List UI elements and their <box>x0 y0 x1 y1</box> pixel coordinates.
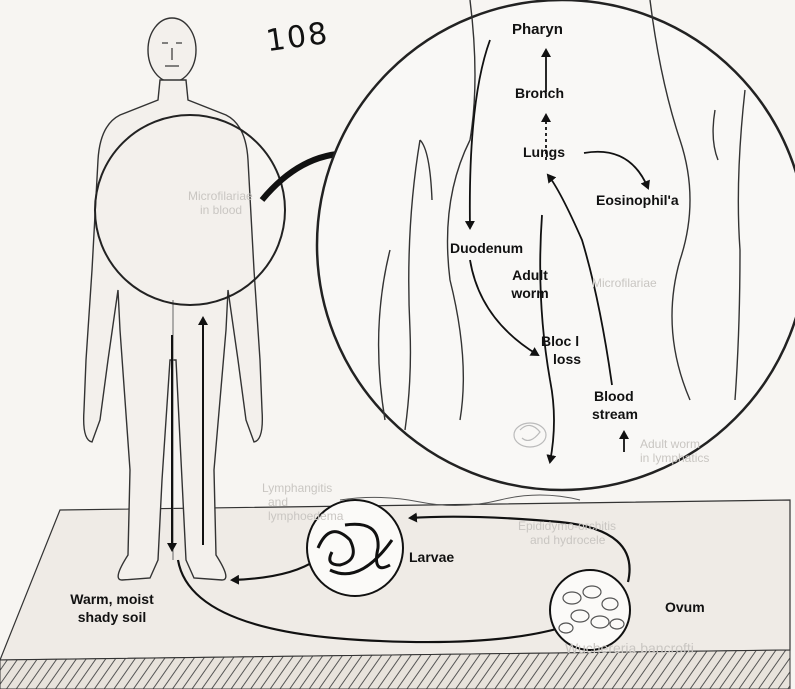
ghost-text: Adult worm <box>640 438 700 451</box>
ghost-text: Epididymo-orchitis <box>518 520 616 533</box>
label-ovum: Ovum <box>665 599 705 615</box>
ovum-illustration <box>550 570 630 650</box>
label-duodenum: Duodenum <box>450 240 523 256</box>
ghost-text: Lymphangitis <box>262 482 332 495</box>
ghost-text: in blood <box>200 204 242 217</box>
ghost-text: Wuchereria bancrofti <box>565 642 694 655</box>
label-bronch: Bronch <box>515 85 564 101</box>
label-lungs: Lungs <box>523 144 565 160</box>
label-blood-loss-line2: loss <box>553 351 581 367</box>
ghost-text: and hydrocele <box>530 534 605 547</box>
label-soil-line2: shady soil <box>42 609 182 625</box>
label-adult-worm-line2: worm <box>500 285 560 301</box>
label-pharyn: Pharyn <box>512 22 563 38</box>
label-eosinophilia: Eosinophil'a <box>596 192 679 208</box>
label-soil-line1: Warm, moist <box>42 591 182 607</box>
ghost-text: Microfilariae <box>592 277 657 290</box>
label-blood-stream-line2: stream <box>592 406 638 422</box>
ghost-text: lymphoedema <box>268 510 343 523</box>
label-larvae: Larvae <box>409 549 454 565</box>
label-blood-stream-line1: Blood <box>594 388 634 404</box>
ghost-text: and <box>268 496 288 509</box>
label-adult-worm-line1: Adult <box>500 267 560 283</box>
magnified-circle <box>317 0 795 490</box>
ghost-text: Microfilariae <box>188 190 253 203</box>
ghost-text: in lymphatics <box>640 452 709 465</box>
label-blood-loss-line1: Bloc l <box>541 333 579 349</box>
